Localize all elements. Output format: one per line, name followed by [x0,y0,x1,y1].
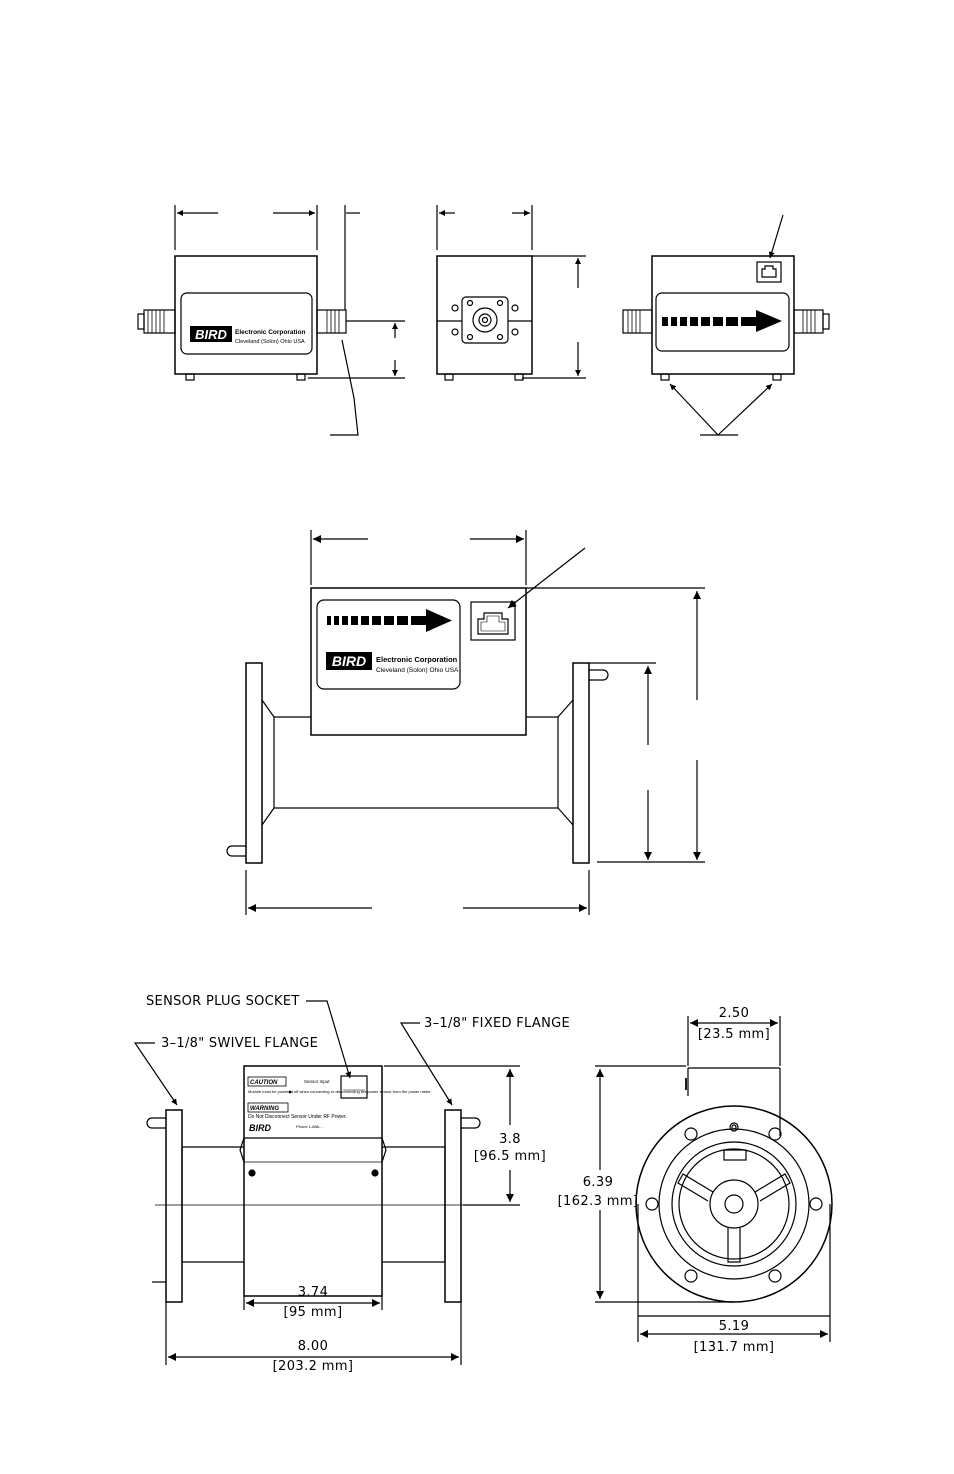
view-middle-side [226,530,705,915]
brand-location-small: Cleveland (Solon) Ohio USA [235,339,305,345]
svg-text:Do Not Disconnect Sensor Under: Do Not Disconnect Sensor Under RF Power. [248,1114,347,1120]
dim-overall-height-value: 6.39 [583,1175,614,1190]
brand-company-middle: Electronic Corporation [376,655,458,664]
dim-height-value: 3.8 [499,1132,521,1147]
view-c-back [622,214,830,436]
dim-top-width-metric: [23.5 mm] [698,1027,770,1042]
dim-body-width-value: 3.74 [298,1285,329,1300]
brand-company-small: Electronic Corporation [235,329,305,336]
svg-text:Sensor Input: Sensor Input [304,1079,330,1084]
callout-fixed-flange: 3–1/8" FIXED FLANGE [424,1016,570,1031]
svg-text:BIRD: BIRD [195,327,227,342]
dim-overall-length-metric: [203.2 mm] [273,1359,354,1374]
brand-logo-middle: BIRD [326,652,372,670]
view-bottom-end [595,1016,833,1342]
dim-body-width-metric: [95 mm] [284,1305,343,1320]
view-bottom-side [133,1000,520,1365]
sensor-warning-label: CAUTION Module must be powered off when … [247,1076,432,1133]
flow-arrow-middle [327,609,452,632]
dim-height-metric: [96.5 mm] [474,1149,546,1164]
flow-arrow-small [662,310,782,332]
dim-flange-width-metric: [131.7 mm] [694,1340,775,1355]
view-b-end [436,205,586,381]
view-a-front [137,205,405,436]
dim-overall-height-metric: [162.3 mm] [558,1194,639,1209]
dim-flange-width-value: 5.19 [719,1319,750,1334]
dim-overall-length-value: 8.00 [298,1339,329,1354]
callout-sensor-plug-socket: SENSOR PLUG SOCKET [146,994,300,1009]
svg-text:Module must be powered off whe: Module must be powered off when connecti… [248,1089,432,1094]
dim-top-width-value: 2.50 [719,1006,750,1021]
svg-text:BIRD: BIRD [249,1123,271,1133]
svg-text:BIRD: BIRD [332,653,366,669]
callout-swivel-flange: 3–1/8" SWIVEL FLANGE [161,1036,318,1051]
svg-text:Phone 1-888-...: Phone 1-888-... [296,1124,324,1129]
svg-text:CAUTION: CAUTION [250,1080,278,1086]
svg-text:WARNING: WARNING [250,1106,279,1112]
brand-logo-small: BIRD [190,326,232,342]
brand-location-middle: Cleveland (Solon) Ohio USA [376,667,459,674]
